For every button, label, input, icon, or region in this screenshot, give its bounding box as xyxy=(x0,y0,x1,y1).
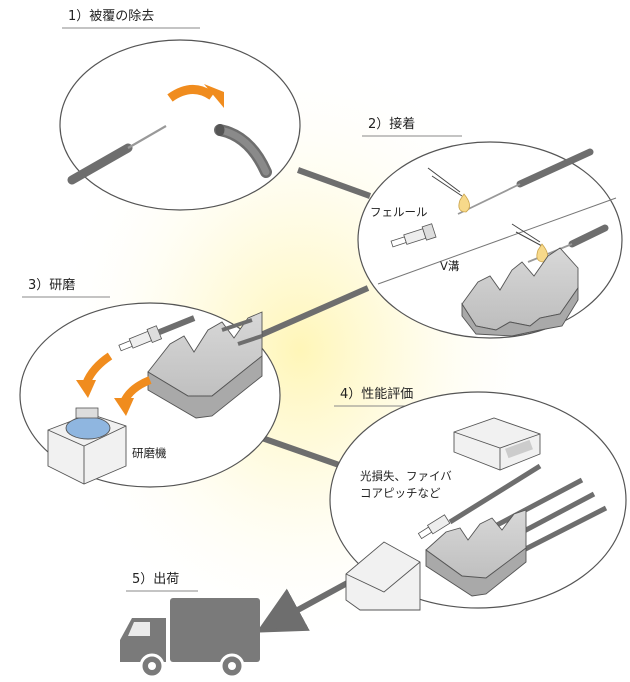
step-3-label: 3）研磨 xyxy=(28,278,75,293)
polisher-label: 研磨機 xyxy=(132,446,167,460)
evaluation-text-1: 光損失、ファイバ xyxy=(360,469,452,483)
ferrule-connector xyxy=(118,315,196,352)
step-1-label: 1）被覆の除去 xyxy=(68,9,154,24)
step-1-circle xyxy=(59,39,301,211)
v-groove-block-eval xyxy=(425,509,527,597)
connector-1-2 xyxy=(296,167,372,199)
connector-3-4 xyxy=(261,435,343,469)
step-5-shipping: 5）出荷 xyxy=(120,572,260,679)
v-groove-label: V溝 xyxy=(440,259,460,273)
step-5-label: 5）出荷 xyxy=(132,572,179,587)
shipping-arrow-head xyxy=(262,614,281,630)
measurement-instrument xyxy=(453,417,541,471)
bare-fiber xyxy=(127,125,167,149)
evaluation-text-2: コアピッチなど xyxy=(360,486,441,500)
v-groove-block-polish xyxy=(147,311,263,419)
ferrule-label: フェルール xyxy=(370,205,428,219)
eval-connector xyxy=(417,514,451,540)
step-3-polishing: 3）研磨 研磨機 xyxy=(19,278,281,488)
glue-drop xyxy=(458,193,470,213)
glue-dropper-icon xyxy=(427,167,463,197)
truck-icon xyxy=(120,598,260,679)
truck-cargo xyxy=(170,598,260,662)
step-2-label: 2）接着 xyxy=(368,116,415,132)
ferrule-icon xyxy=(390,223,437,248)
step-1-stripping: 1）被覆の除去 xyxy=(59,9,301,211)
step-4-label: 4）性能評価 xyxy=(340,387,413,402)
coated-fiber xyxy=(67,143,133,185)
orange-curved-arrow xyxy=(167,85,215,102)
polisher-disc xyxy=(65,416,111,440)
light-source-box xyxy=(345,541,421,611)
step-4-evaluation: 4）性能評価 光損失、ファイバ コアピッチなど xyxy=(329,387,627,611)
orange-arrow-head xyxy=(204,84,224,108)
divider-line xyxy=(377,197,617,285)
step-2-bonding: 2）接着 フェルール V溝 xyxy=(357,116,623,339)
v-groove-block xyxy=(461,247,579,337)
polisher-machine xyxy=(47,407,127,485)
